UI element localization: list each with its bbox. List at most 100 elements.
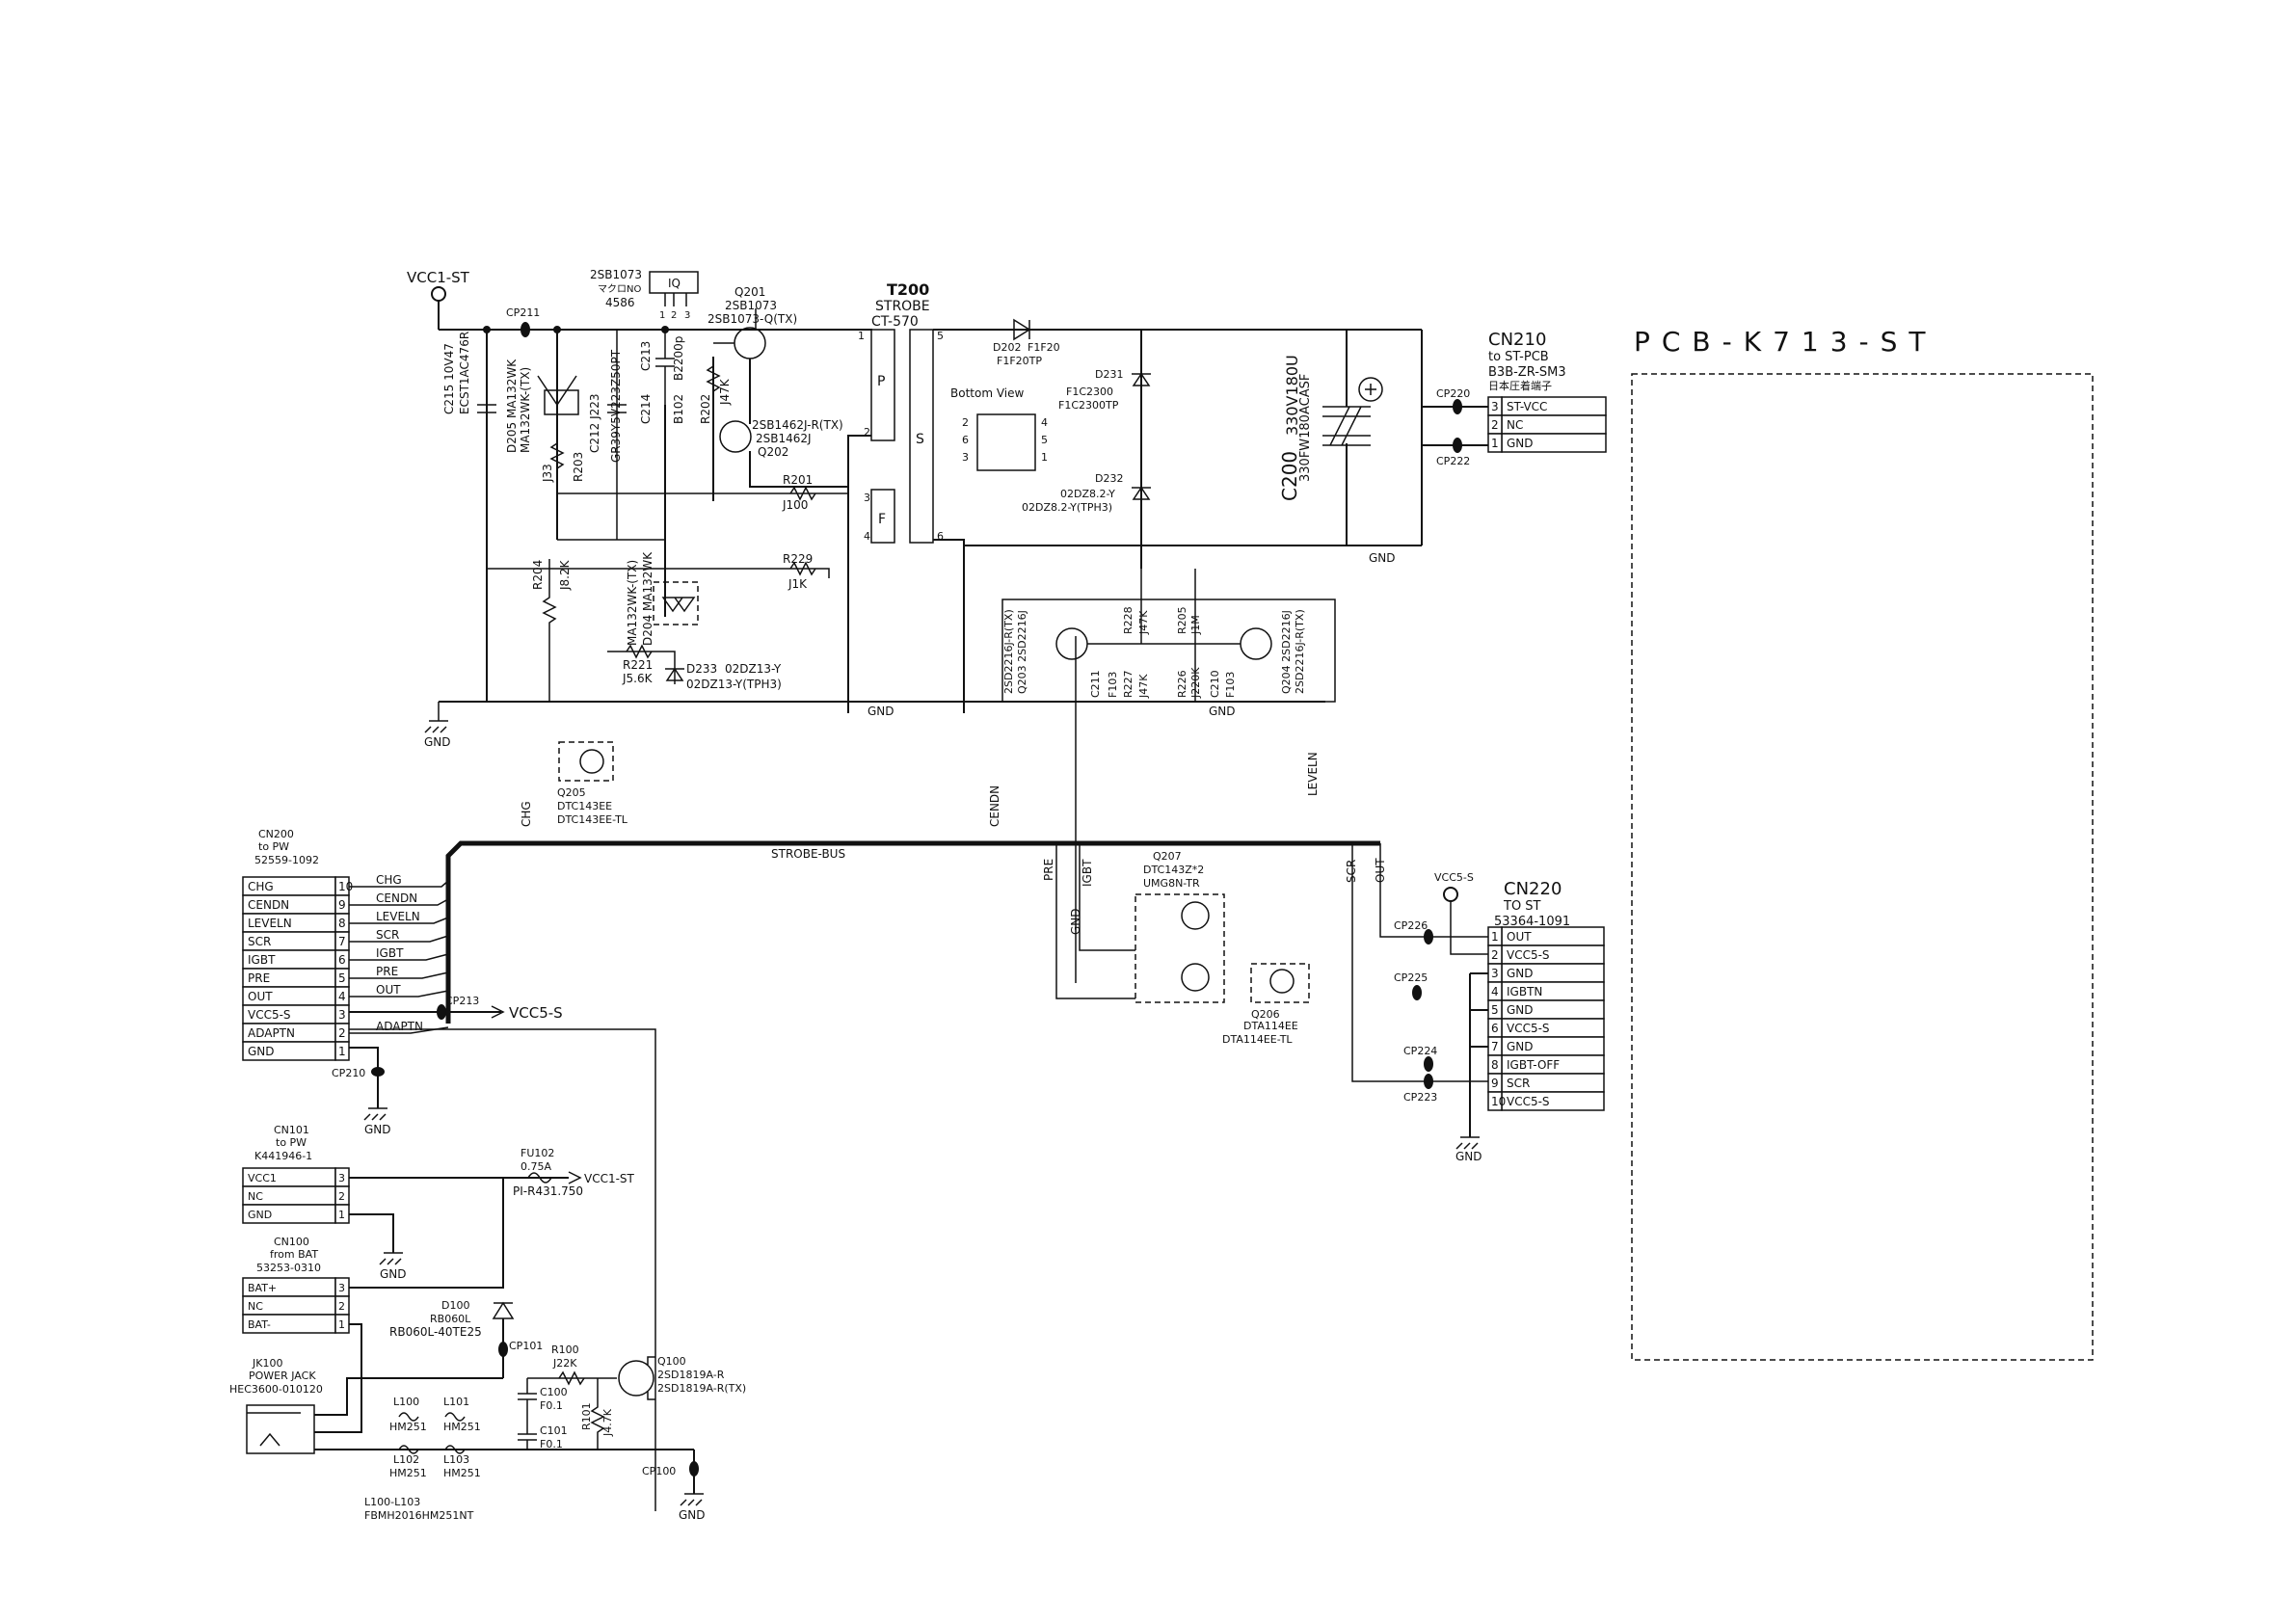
cn210-pin-name: GND [1507,437,1534,450]
cn200-ref: CN200 [258,828,294,840]
cn200-net-label: ADAPTN [376,1020,423,1033]
jk100-ref: JK100 [252,1357,282,1370]
cn220-pin-number: 6 [1491,1022,1499,1035]
q205-part: DTC143EE [557,800,612,812]
bus-tap-label: CHG [520,801,533,827]
l-note-range: L100-L103 [364,1496,420,1508]
cn101-ref: CN101 [274,1124,309,1136]
cn200-pin-name: VCC5-S [248,1008,291,1022]
r227-ref: R227 [1122,670,1135,698]
t200-bottom-view [976,413,1036,471]
regulator-marking: IQ [668,277,681,290]
board-title: PCB-K713-ST [1634,326,1937,358]
bus-tap-label: LEVELN [1306,752,1320,796]
c212-part: GR39Y5V223Z50PT [609,349,623,463]
regulator-pin2: 2 [671,310,677,321]
r229-wire [487,539,830,578]
fu102-fuse [527,1172,552,1184]
r205-value: J1M [1189,615,1202,635]
cn200-pin-number: 9 [338,898,346,912]
t200-pin1: 1 [858,330,865,342]
c200-plus-icon [1365,384,1376,395]
cn200-net-wire [349,917,449,924]
cn200-pin-number: 3 [338,1008,346,1022]
d231-ref: D231 [1095,368,1123,381]
cn220-pin-name: OUT [1507,930,1532,944]
r201-ref: R201 [783,473,813,487]
t200-primary-winding [870,329,895,441]
r229-resistor [789,561,816,576]
gnd-label-upper: GND [1369,551,1396,565]
c100-ref: C100 [540,1386,568,1398]
r221-value: J5.6K [622,672,654,685]
l102-ref: L102 [393,1453,419,1466]
cn210-pin-name: NC [1507,418,1523,432]
cn220-pin-name: VCC5-S [1507,1095,1550,1108]
vcc1-st-arrow-icon [568,1171,582,1184]
cn200-pin-name: GND [248,1045,275,1058]
c212-capacitor [607,330,627,540]
cn100-ref: CN100 [274,1236,309,1248]
t200-p-label: P [877,374,885,389]
q100-part: 2SD1819A-R [657,1369,725,1381]
cn200-pin-name: IGBT [248,953,276,967]
cn200-pin-name: OUT [248,990,273,1003]
q206-transistor [1250,963,1310,1003]
cn220-pin-number: 7 [1491,1040,1499,1053]
regulator-part: 2SB1073 [590,268,642,281]
t200-s-label: S [916,432,924,447]
jk100-contacts [247,1412,301,1447]
q201-order: 2SB1073-Q(TX) [707,312,797,326]
t200-pin2: 2 [864,426,870,439]
cn200-net-wire [349,971,449,979]
cn210-part: B3B-ZR-SM3 [1488,365,1566,380]
gnd-label-q100: GND [679,1508,706,1522]
r228-ref: R228 [1122,606,1135,634]
c215-capacitor [477,404,496,413]
bus-tap-label: IGBT [1081,859,1094,887]
cn200-dest: to PW [258,840,289,853]
cn220-pin-number: 10 [1491,1095,1506,1108]
r203-resistor [549,442,565,469]
r101-resistor [590,1378,605,1450]
r226-value: J220K [1189,667,1202,699]
r203-label: J33 [541,464,554,483]
cp222-label: CP222 [1436,455,1470,467]
vcc1-st-label-cn101: VCC1-ST [584,1172,635,1185]
d100-order: RB060L-40TE25 [389,1325,482,1339]
d100-diode [492,1301,515,1319]
regulator-note: マクロNO [598,283,641,295]
cn200-pin-number: 4 [338,990,346,1003]
q201-ref: Q201 [734,285,765,299]
bus-tap-label: SCR [1345,860,1358,883]
l103-value: HM251 [443,1467,481,1479]
r228-value: J47K [1137,610,1150,635]
d202-diode [1013,318,1031,341]
cn210-ref: CN210 [1488,330,1546,350]
c200-capacitor [1322,406,1371,446]
d233-ref: D233 [686,662,717,676]
l100-value: HM251 [389,1421,427,1433]
cn200-pin-name: PRE [248,971,270,985]
q206-order: DTA114EE-TL [1222,1033,1293,1046]
cn200-pin-number: 5 [338,971,346,985]
cn101-pin-number: 2 [338,1190,345,1203]
t200-secondary-winding [909,329,934,544]
q206-part: DTA114EE [1243,1020,1298,1032]
cp100-label: CP100 [642,1465,676,1477]
gnd-symbol-q205 [424,702,448,733]
cn220-pin-name: SCR [1507,1077,1530,1090]
cp210-label: CP210 [332,1067,365,1079]
t200-ref: T200 [887,280,929,299]
cn220-pin-number: 1 [1491,930,1499,944]
adaptn-wire [349,1028,656,1511]
cp225-testpoint [1412,985,1422,1000]
q202-ref: Q202 [758,445,788,459]
bv-pin2: 2 [962,416,969,429]
regulator-pin1: 1 [659,310,665,321]
vcc5-s-arrow-icon [491,1005,505,1019]
cp211-label: CP211 [506,306,540,319]
d231-diode [1132,372,1151,386]
cn200-net-wire [349,935,449,943]
